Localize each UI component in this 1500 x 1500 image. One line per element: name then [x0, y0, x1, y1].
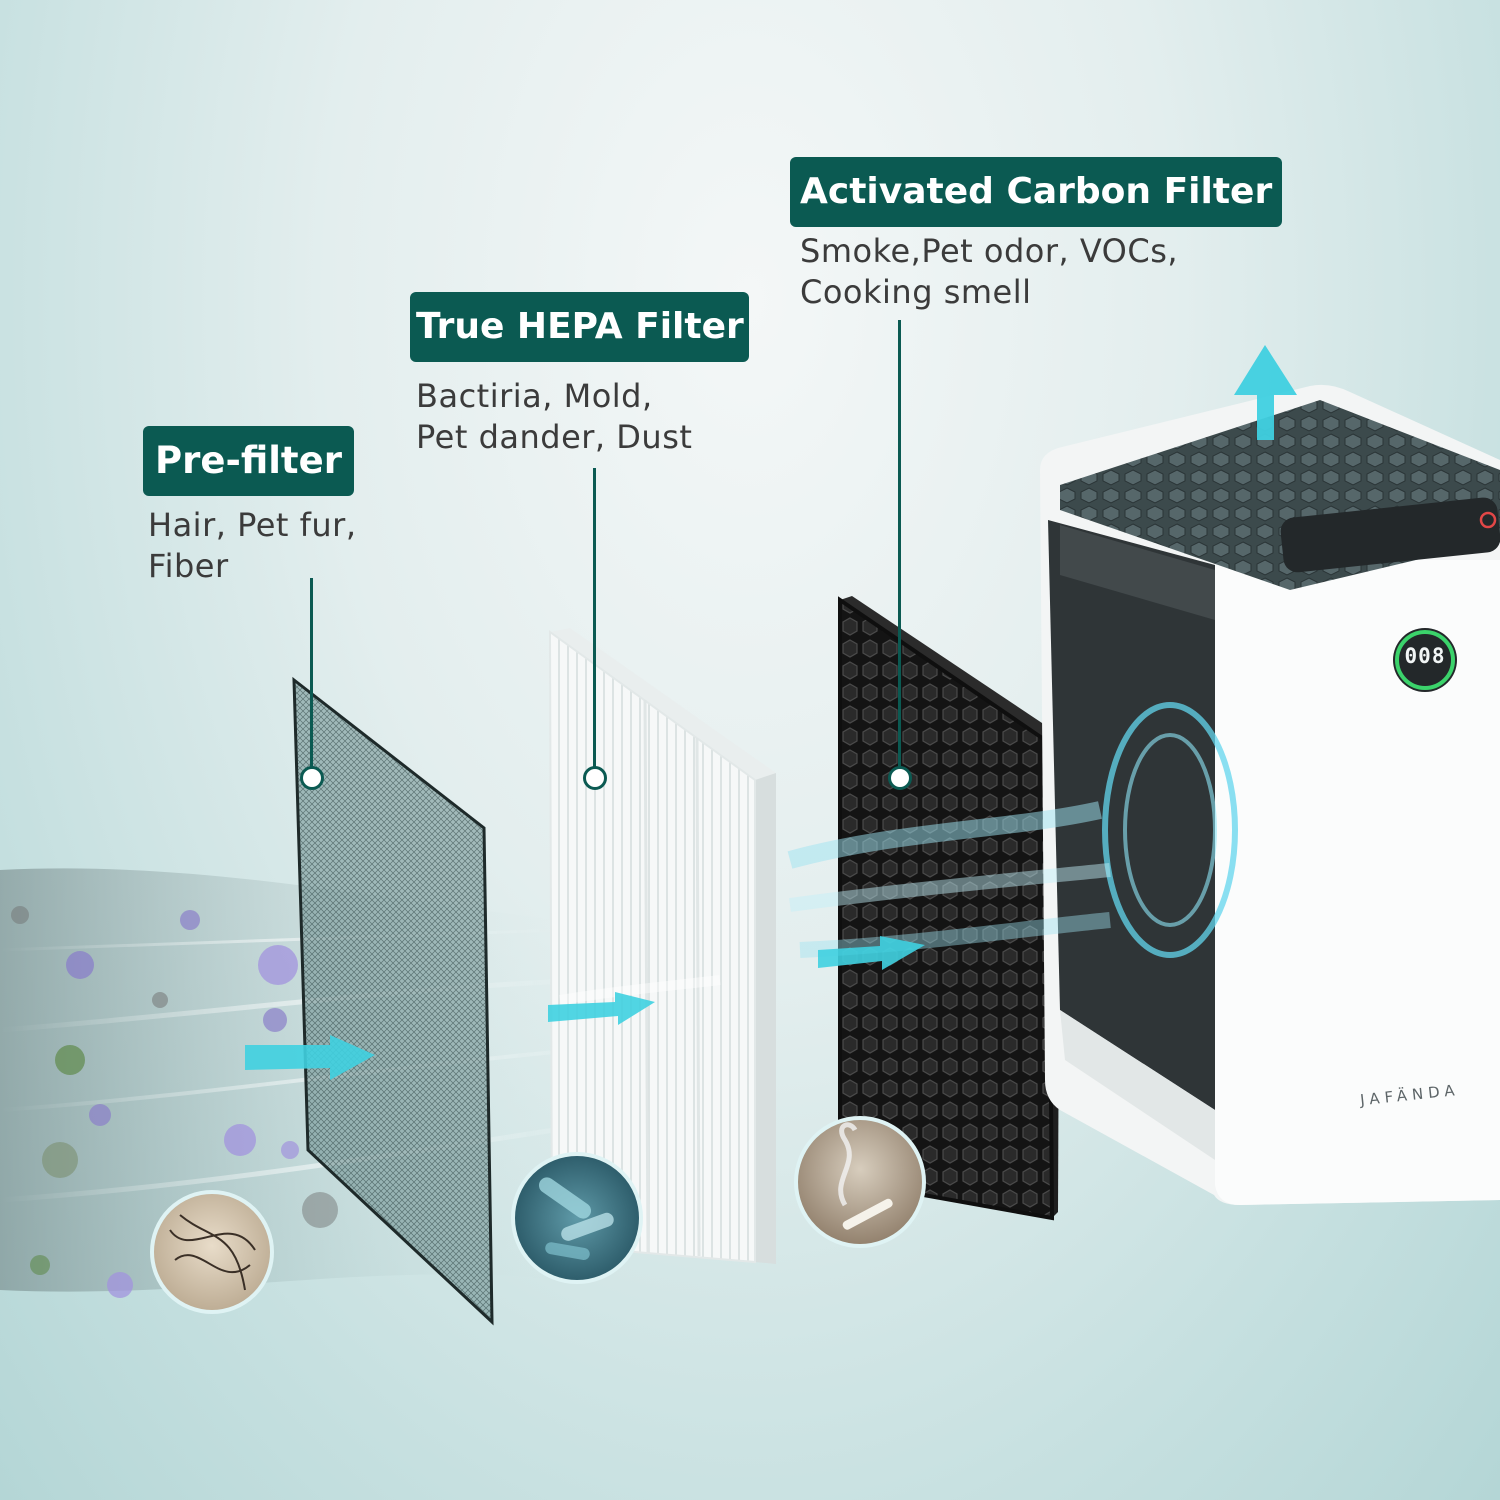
hair-icon: [150, 1190, 274, 1314]
airflow-arrow-up: [1234, 345, 1297, 440]
airflow-arrow-3: [818, 936, 925, 970]
pre-filter-description: Hair, Pet fur, Fiber: [148, 505, 357, 587]
airflow-arrow-1: [245, 1035, 375, 1080]
carbon-filter-leader: [898, 320, 901, 768]
pollutant-particles: [11, 906, 338, 1298]
hepa-filter-desc-line-2: Pet dander, Dust: [416, 418, 693, 456]
carbon-filter-marker: [888, 766, 912, 790]
carbon-filter-desc-line-1: Smoke,Pet odor, VOCs,: [800, 232, 1179, 270]
pre-filter-marker: [300, 766, 324, 790]
pre-filter-desc-line-1: Hair, Pet fur,: [148, 506, 357, 544]
bacteria-icon: [511, 1152, 643, 1284]
pre-filter-title: Pre-filter: [143, 426, 354, 496]
smoke-icon: [794, 1116, 926, 1248]
hepa-filter-panel: [548, 628, 776, 1264]
pre-filter-leader: [310, 578, 313, 768]
pre-filter-desc-line-2: Fiber: [148, 547, 229, 585]
airflow-arrows: [245, 345, 1297, 1080]
carbon-filter-desc-line-2: Cooking smell: [800, 273, 1032, 311]
air-purifier: [1040, 384, 1500, 1205]
carbon-filter-description: Smoke,Pet odor, VOCs, Cooking smell: [800, 231, 1178, 313]
hepa-filter-title: True HEPA Filter: [410, 292, 749, 362]
pre-filter-panel: [292, 676, 494, 1326]
hepa-filter-desc-line-1: Bactiria, Mold,: [416, 377, 653, 415]
carbon-filter-title: Activated Carbon Filter: [790, 157, 1283, 227]
hepa-filter-leader: [593, 468, 596, 768]
airflow-arrow-2: [548, 992, 655, 1025]
purifier-display-readout: 008: [1404, 644, 1446, 668]
hepa-filter-marker: [583, 766, 607, 790]
hepa-filter-description: Bactiria, Mold, Pet dander, Dust: [416, 376, 692, 458]
